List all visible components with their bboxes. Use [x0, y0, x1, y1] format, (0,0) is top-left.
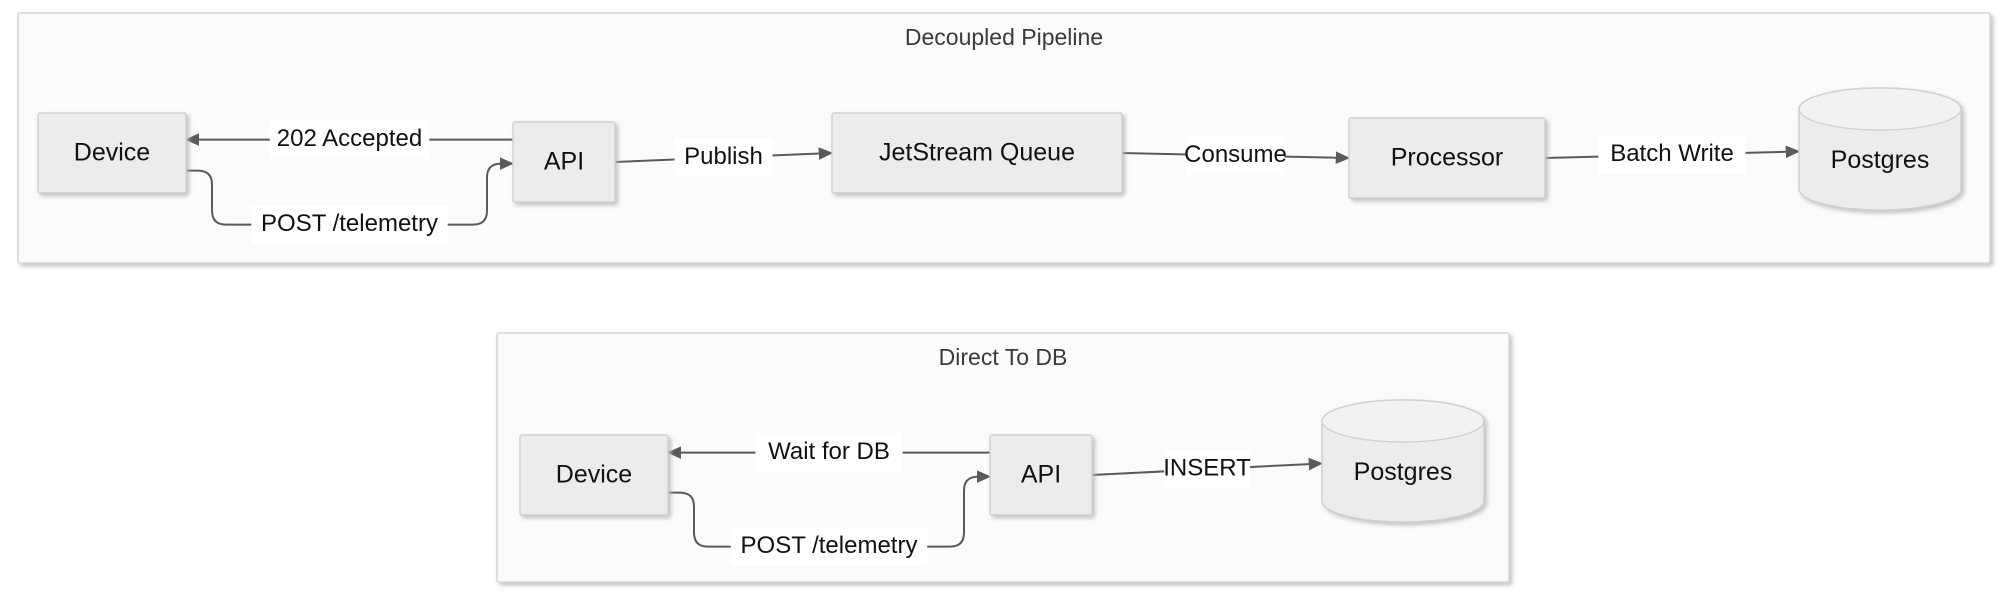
node-d1-queue[interactable]: JetStream Queue — [831, 112, 1123, 194]
edge-label-d1-e1-text: POST /telemetry — [261, 210, 438, 237]
node-label-d1-postgres: Postgres — [1831, 146, 1930, 174]
edge-label-d2-e1: POST /telemetry — [730, 527, 928, 566]
edge-label-d1-e4: Consume — [1184, 136, 1287, 175]
edge-label-d1-e3: Publish — [674, 138, 773, 177]
node-d1-device[interactable]: Device — [37, 112, 187, 194]
edge-label-d2-e2: Wait for DB — [755, 433, 903, 472]
edge-label-d1-e2: 202 Accepted — [269, 120, 430, 159]
diagram-title-direct-to-db: Direct To DB — [939, 344, 1068, 370]
edge-label-d1-e1: POST /telemetry — [251, 205, 448, 244]
edge-label-d1-e4-text: Consume — [1184, 141, 1287, 168]
node-d1-processor[interactable]: Processor — [1348, 117, 1546, 199]
node-label-d2-api: API — [1021, 461, 1061, 489]
node-label-d1-api: API — [544, 148, 584, 176]
node-label-d1-processor: Processor — [1391, 144, 1504, 172]
edge-label-d2-e1-text: POST /telemetry — [741, 532, 918, 559]
node-d1-postgres[interactable]: Postgres — [1798, 87, 1962, 211]
node-label-d2-device: Device — [556, 461, 632, 489]
edge-label-d1-e3-text: Publish — [684, 143, 763, 170]
node-label-d1-queue: JetStream Queue — [879, 139, 1075, 167]
edge-label-d1-e5: Batch Write — [1598, 135, 1746, 174]
node-label-d1-device: Device — [74, 139, 150, 167]
node-d2-device[interactable]: Device — [519, 434, 669, 516]
node-d2-api[interactable]: API — [989, 434, 1093, 516]
edge-label-d2-e3-text: INSERT — [1163, 455, 1251, 482]
edge-label-d2-e2-text: Wait for DB — [768, 438, 890, 465]
edge-label-d1-e2-text: 202 Accepted — [277, 125, 422, 152]
node-label-d2-postgres: Postgres — [1354, 458, 1453, 486]
node-d2-postgres[interactable]: Postgres — [1321, 399, 1485, 523]
node-d1-api[interactable]: API — [512, 121, 616, 203]
edge-label-d1-e5-text: Batch Write — [1610, 140, 1734, 167]
diagram-title-decoupled-pipeline: Decoupled Pipeline — [905, 24, 1103, 50]
edge-label-d2-e3: INSERT — [1163, 450, 1251, 489]
